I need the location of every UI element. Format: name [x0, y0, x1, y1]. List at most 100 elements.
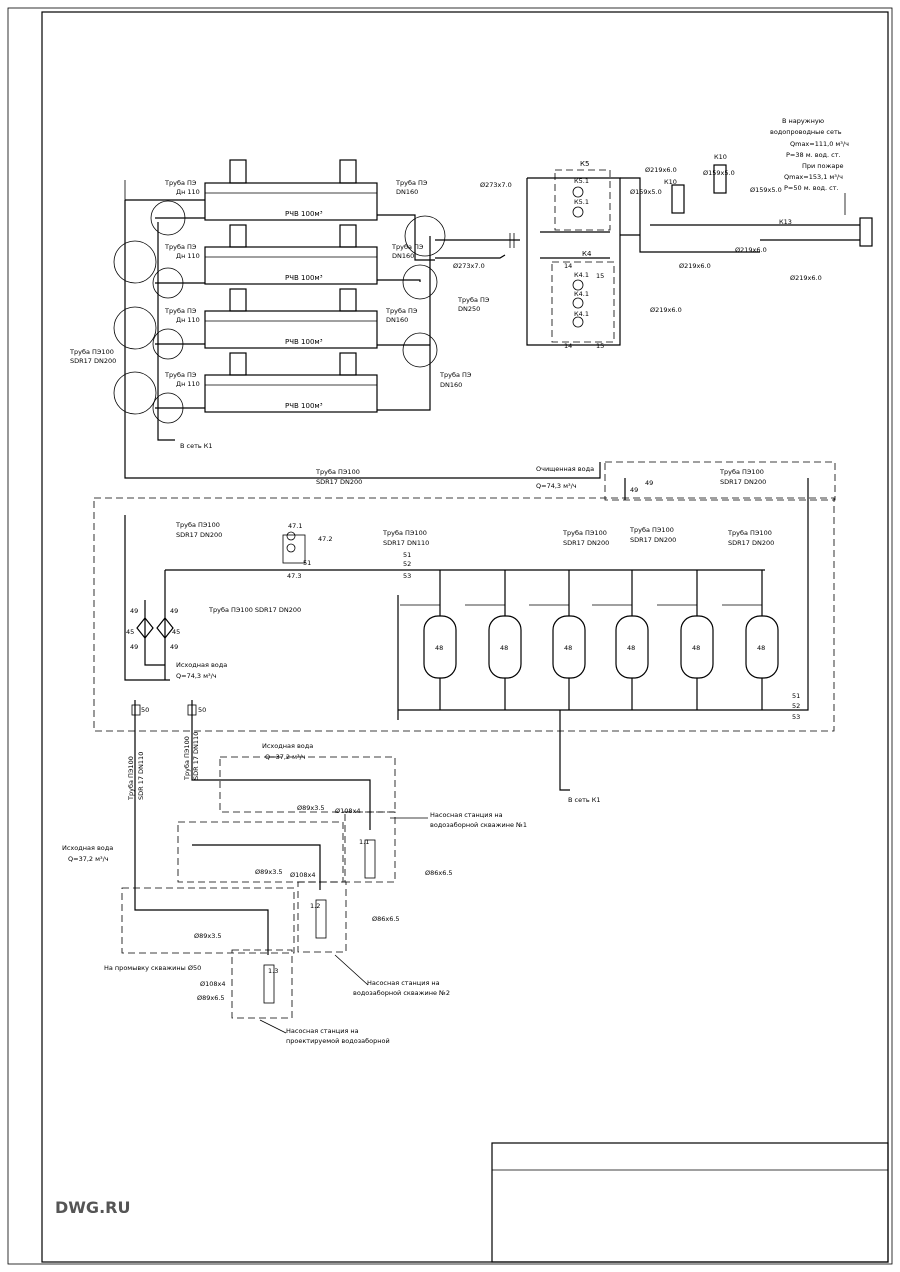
svg-text:Дн 110: Дн 110: [176, 188, 200, 196]
pump-station: К5 К4 К5.1 К5.1 К4.1 К4.1 К4.1 14 14 15 …: [526, 160, 822, 350]
svg-text:К4: К4: [582, 250, 592, 258]
svg-text:Насосная станция на: Насосная станция на: [367, 979, 440, 987]
svg-text:Ø89x3.5: Ø89x3.5: [194, 932, 222, 940]
svg-text:SDR17 DN200: SDR17 DN200: [720, 478, 766, 486]
svg-text:Насосная станция на: Насосная станция на: [286, 1027, 359, 1035]
svg-text:Q=74,3 м³/ч: Q=74,3 м³/ч: [176, 672, 217, 680]
svg-text:Ø219x6.0: Ø219x6.0: [645, 166, 677, 174]
svg-text:Ø219x6.0: Ø219x6.0: [735, 246, 767, 254]
svg-text:1.1: 1.1: [359, 838, 369, 846]
svg-text:Ø86x6.5: Ø86x6.5: [425, 869, 453, 877]
filter-vessels: 48 48 48 48 48 48: [400, 570, 779, 710]
svg-text:Ø89x6.5: Ø89x6.5: [197, 994, 225, 1002]
svg-text:DN160: DN160: [392, 252, 414, 260]
tank-label: РЧВ 100м³: [285, 338, 323, 346]
svg-text:Труба ПЭ: Труба ПЭ: [385, 307, 418, 315]
svg-text:15: 15: [596, 342, 604, 350]
svg-text:К4.1: К4.1: [574, 310, 589, 318]
svg-text:SDR17 DN200: SDR17 DN200: [630, 536, 676, 544]
svg-text:Труба ПЭ100 SDR17 DN200: Труба ПЭ100 SDR17 DN200: [208, 606, 301, 614]
filtration-section: Очищенная вода Q=74,3 м³/ч Труба ПЭ100 S…: [93, 461, 836, 804]
svg-text:проектируемой водозаборной: проектируемой водозаборной: [286, 1037, 390, 1045]
svg-text:На промывку скважины Ø50: На промывку скважины Ø50: [104, 964, 201, 972]
svg-text:В сеть К1: В сеть К1: [568, 796, 601, 804]
svg-text:51: 51: [792, 692, 800, 700]
svg-text:Ø159x5.0: Ø159x5.0: [703, 169, 735, 177]
tank-label: РЧВ 100м³: [285, 274, 323, 282]
filter-label: 48: [500, 644, 508, 652]
svg-text:Ø89x3.5: Ø89x3.5: [297, 804, 325, 812]
svg-text:SDR 17 DN110: SDR 17 DN110: [192, 732, 200, 780]
svg-text:Труба ПЭ100: Труба ПЭ100: [183, 736, 191, 781]
svg-text:К5.1: К5.1: [574, 177, 589, 185]
svg-text:Насосная станция на: Насосная станция на: [430, 811, 503, 819]
svg-text:47.3: 47.3: [287, 572, 301, 580]
svg-text:К5: К5: [580, 160, 589, 168]
svg-text:Ø86x6.5: Ø86x6.5: [372, 915, 400, 923]
svg-text:Исходная вода: Исходная вода: [262, 742, 313, 750]
svg-text:SDR17 DN200: SDR17 DN200: [70, 357, 116, 365]
svg-text:Ø89x3.5: Ø89x3.5: [255, 868, 283, 876]
svg-text:Ø108x4: Ø108x4: [200, 980, 226, 988]
filter-vessel: 48: [529, 570, 586, 710]
svg-text:К4.1: К4.1: [574, 271, 589, 279]
svg-text:При пожаре: При пожаре: [802, 162, 844, 170]
svg-text:DN160: DN160: [386, 316, 408, 324]
well-section: 50 50 1.1 1.2 1.3 Исходная вода Q=37,2 м…: [62, 700, 527, 1045]
svg-text:Труба ПЭ: Труба ПЭ: [439, 371, 472, 379]
svg-text:1.3: 1.3: [268, 967, 278, 975]
svg-text:45: 45: [172, 628, 180, 636]
svg-text:Труба ПЭ100: Труба ПЭ100: [727, 529, 772, 537]
filter-vessel: 48: [592, 570, 649, 710]
filter-vessel: 48: [465, 570, 522, 710]
svg-text:Qmax=153,1 м³/ч: Qmax=153,1 м³/ч: [784, 173, 843, 181]
svg-text:Труба ПЭ100: Труба ПЭ100: [382, 529, 427, 537]
svg-text:В наружную: В наружную: [782, 117, 825, 125]
svg-text:Труба ПЭ: Труба ПЭ: [164, 307, 197, 315]
filter-vessel: 48: [400, 570, 457, 710]
outer-frame: [7, 7, 893, 1265]
svg-text:К4.1: К4.1: [574, 290, 589, 298]
filter-label: 48: [757, 644, 765, 652]
svg-text:К10: К10: [714, 153, 727, 161]
svg-text:50: 50: [141, 706, 149, 714]
svg-text:Труба ПЭ: Труба ПЭ: [391, 243, 424, 251]
svg-text:Труба ПЭ100: Труба ПЭ100: [175, 521, 220, 529]
svg-text:49: 49: [630, 486, 638, 494]
svg-text:14: 14: [564, 262, 572, 270]
filter-vessel: 48: [657, 570, 714, 710]
svg-text:P=38 м. вод. ст.: P=38 м. вод. ст.: [786, 151, 841, 159]
svg-text:49: 49: [645, 479, 653, 487]
svg-text:49: 49: [170, 643, 178, 651]
svg-text:Ø108x4: Ø108x4: [290, 871, 316, 879]
network-outlet: К10 К10 К13 В наружную водопроводные сет…: [650, 117, 873, 247]
svg-text:DN160: DN160: [440, 381, 462, 389]
svg-text:SDR17 DN200: SDR17 DN200: [316, 478, 362, 486]
svg-text:15: 15: [596, 272, 604, 280]
svg-text:52: 52: [403, 560, 411, 568]
svg-text:Труба ПЭ100: Труба ПЭ100: [562, 529, 607, 537]
svg-text:45: 45: [126, 628, 134, 636]
svg-text:Труба ПЭ100: Труба ПЭ100: [629, 526, 674, 534]
filter-label: 48: [627, 644, 635, 652]
svg-text:Ø219x6.0: Ø219x6.0: [790, 274, 822, 282]
watermark: DWG.RU: [55, 1198, 130, 1217]
svg-text:49: 49: [170, 607, 178, 615]
title-block: [491, 1142, 889, 1263]
svg-text:SDR 17 DN110: SDR 17 DN110: [137, 752, 145, 800]
svg-text:DN250: DN250: [458, 305, 480, 313]
svg-text:Труба ПЭ100: Труба ПЭ100: [315, 468, 360, 476]
svg-text:Труба ПЭ100: Труба ПЭ100: [127, 756, 135, 801]
svg-text:SDR17 DN200: SDR17 DN200: [176, 531, 222, 539]
svg-text:Труба ПЭ100: Труба ПЭ100: [69, 348, 114, 356]
tank-1: РЧВ 100м³ Дн 110: [176, 159, 378, 221]
svg-text:53: 53: [403, 572, 411, 580]
svg-text:Труба ПЭ: Труба ПЭ: [395, 179, 428, 187]
svg-text:К10: К10: [664, 178, 677, 186]
svg-text:Очищенная вода: Очищенная вода: [536, 465, 594, 473]
drawing-frame: [41, 11, 889, 1263]
svg-text:Ø159x5.0: Ø159x5.0: [630, 188, 662, 196]
svg-text:Ø159x5.0: Ø159x5.0: [750, 186, 782, 194]
svg-text:49: 49: [130, 607, 138, 615]
